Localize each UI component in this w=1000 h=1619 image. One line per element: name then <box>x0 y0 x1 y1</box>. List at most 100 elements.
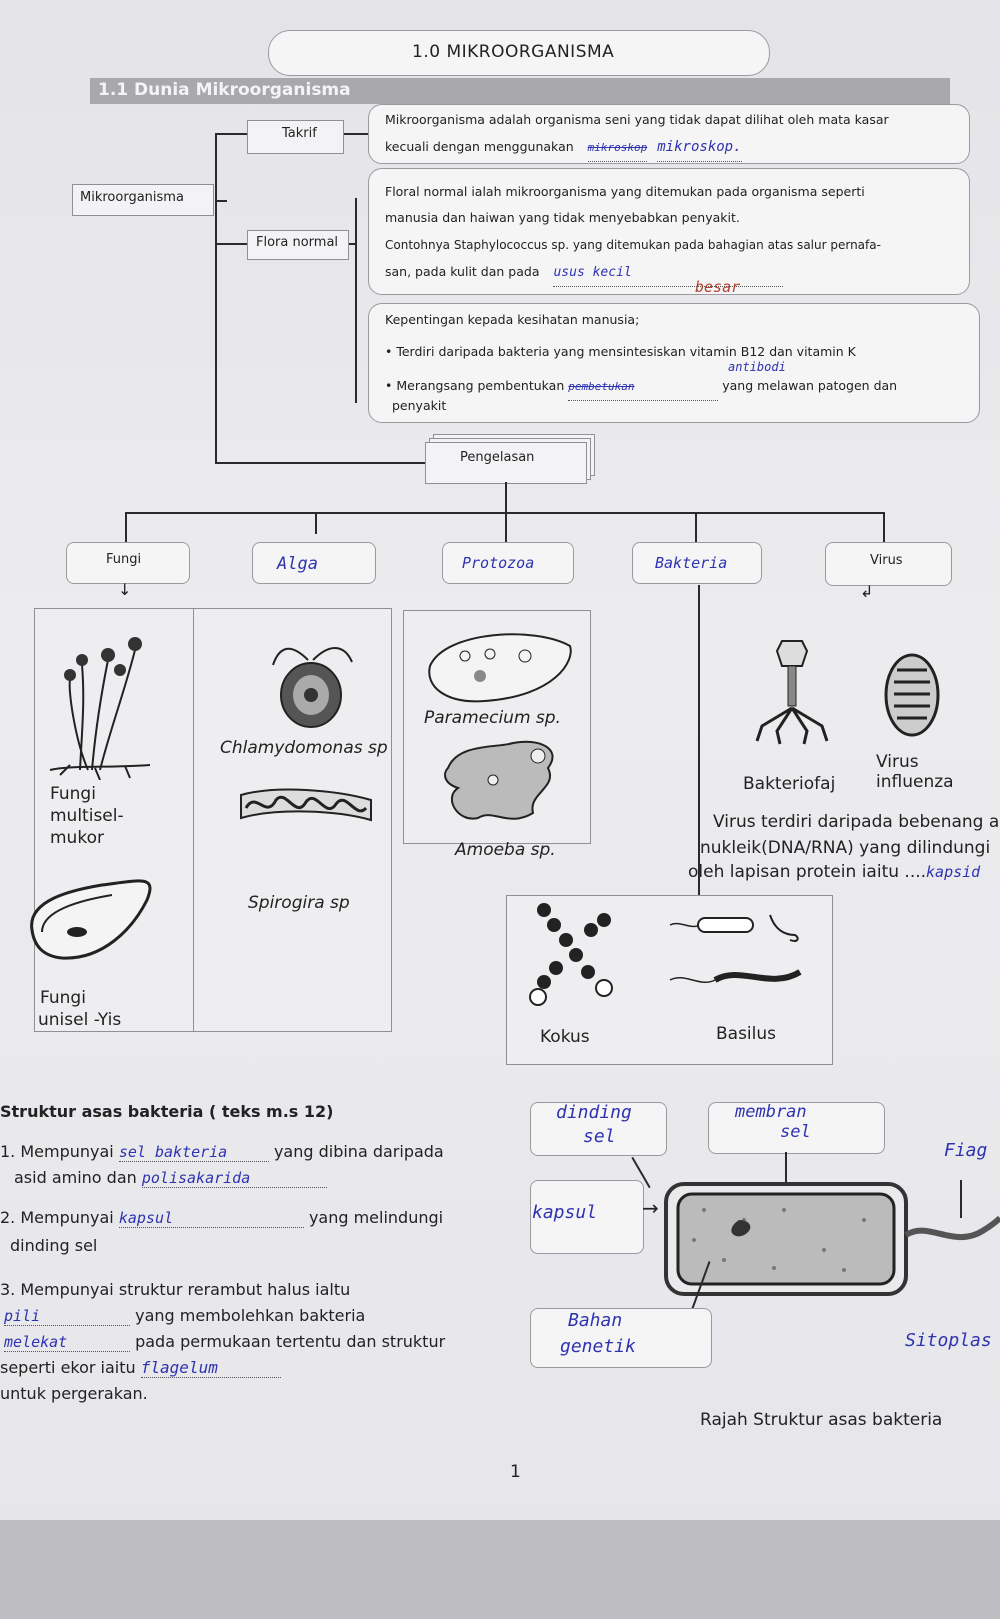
category-alga-box <box>252 542 376 584</box>
flora-line-1: Floral normal ialah mikroorganisma yang … <box>385 184 865 199</box>
takrif-connector <box>340 133 368 135</box>
fungi-multi-label-3: mukor <box>50 828 104 848</box>
kepentingan-item-2-text: Merangsang pembentukan <box>396 378 565 393</box>
takrif-line-1: Mikroorganisma adalah organisma seni yan… <box>385 112 889 127</box>
tree-branch-root <box>215 200 227 202</box>
q3-line-3: melekat pada permukaan tertentu dan stru… <box>4 1332 445 1352</box>
arrow-fungi-icon: ↓ <box>118 580 132 599</box>
q1-text-1: 1. Mempunyai <box>0 1142 114 1161</box>
label-kapsul: kapsul <box>532 1202 598 1223</box>
arrow-kapsul-icon: → <box>642 1196 659 1220</box>
kepentingan-item-1-text: Terdiri daripada bakteria yang mensintes… <box>396 344 856 359</box>
diagram-caption: Rajah Struktur asas bakteria <box>700 1410 943 1430</box>
bacillus-label: Basilus <box>716 1024 777 1044</box>
takrif-text-box <box>368 104 970 164</box>
q1-answer: sel bakteria <box>118 1143 269 1162</box>
label-membran: membran <box>735 1102 807 1122</box>
q3-text-4: seperti ekor iaitu <box>0 1358 136 1377</box>
coccus-illustration <box>529 903 613 1006</box>
classify-stem <box>505 482 507 512</box>
paramecium-illustration <box>428 633 572 703</box>
label-box-bahan <box>530 1308 712 1368</box>
flora-line-4: san, pada kulit dan pada usus kecil <box>385 258 784 287</box>
virus-text-3-text: oleh lapisan protein iaitu .... <box>688 862 927 882</box>
takrif-answer: mikroskop. <box>657 134 742 162</box>
q3-text-3: pada permukaan tertentu dan struktur <box>135 1332 446 1351</box>
bacteriophage-illustration <box>755 640 829 745</box>
influenza-label: Virus influenza <box>876 752 954 792</box>
kepentingan-answer: antibodi <box>728 360 786 374</box>
paramecium-label: Paramecium sp. <box>424 708 561 728</box>
tree-branch-pengelasan <box>215 462 425 464</box>
label-dinding-sel: sel <box>583 1126 616 1147</box>
q2-text-2: yang melindungi <box>308 1208 444 1227</box>
label-genetik: genetik <box>560 1336 636 1357</box>
q1-line-2: asid amino dan polisakarida <box>14 1168 327 1188</box>
influenza-illustration <box>884 653 940 737</box>
spirogira-illustration <box>240 788 372 822</box>
label-box-dinding <box>530 1102 667 1156</box>
amoeba-label: Amoeba sp. <box>455 840 556 860</box>
virus-text-3: oleh lapisan protein iaitu ....kapsid <box>688 862 980 882</box>
q2-line-2: dinding sel <box>10 1236 98 1255</box>
flora-line-4-text: san, pada kulit dan pada <box>385 264 540 279</box>
arrow-virus-icon: ↲ <box>860 582 874 601</box>
drop-bakteria <box>695 512 697 542</box>
page-title: 1.0 MIKROORGANISMA <box>412 42 615 62</box>
takrif-box <box>247 120 344 154</box>
mucor-illustration <box>49 637 151 780</box>
q2-text-1: 2. Mempunyai <box>0 1208 114 1227</box>
virus-text-2: nukleik(DNA/RNA) yang dilindungi <box>700 838 991 858</box>
kepentingan-item-2c: penyakit <box>392 398 447 413</box>
q2-answer: kapsul <box>118 1209 304 1228</box>
tree-trunk <box>215 133 217 463</box>
flora-label: Flora normal <box>256 235 339 250</box>
flora-connector-v <box>355 198 357 403</box>
q1-answer-2: polisakarida <box>141 1169 327 1188</box>
category-protozoa: Protozoa <box>462 554 535 572</box>
kepentingan-title: Kepentingan kepada kesihatan manusia; <box>385 312 640 327</box>
kepentingan-item-2: • Merangsang pembentukan pembetukan yang… <box>385 372 897 401</box>
pengelasan-label: Pengelasan <box>460 450 535 465</box>
category-alga: Alga <box>277 554 318 574</box>
category-fungi-box <box>66 542 190 584</box>
bacteriophage-label: Bakteriofaj <box>743 774 836 794</box>
q3-line-2: pili yang membolehkan bakteria <box>4 1306 365 1326</box>
flora-connector-h <box>345 243 357 245</box>
yeast-illustration <box>30 879 152 960</box>
fungi-multi-label-1: Fungi <box>50 784 96 804</box>
kepentingan-box <box>368 303 980 423</box>
page-number: 1 <box>510 1462 521 1482</box>
chlamydomonas-label: Chlamydomonas sp <box>220 738 388 758</box>
category-virus-box <box>825 542 952 586</box>
q3-line-1: 3. Mempunyai struktur rerambut halus ial… <box>0 1280 351 1299</box>
drop-virus <box>883 512 885 542</box>
q1-text-2: yang dibina daripada <box>273 1142 444 1161</box>
flora-box <box>247 230 349 260</box>
takrif-label: Takrif <box>282 126 317 141</box>
flora-answer: usus kecil <box>553 259 784 287</box>
drop-protozoa <box>505 512 507 542</box>
category-virus: Virus <box>870 553 903 568</box>
takrif-answer-struck: mikroskop <box>587 134 648 162</box>
pointer-membran <box>785 1152 787 1192</box>
fungi-uni-label-1: Fungi <box>40 988 86 1008</box>
virus-text-1: Virus terdiri daripada bebenang asid <box>713 812 1000 832</box>
q3-answer: pili <box>4 1307 130 1326</box>
pointer-flagelum <box>960 1180 962 1218</box>
label-box-kapsul <box>530 1180 644 1254</box>
drop-alga <box>315 512 317 534</box>
takrif-line-2-text: kecuali dengan menggunakan <box>385 139 574 154</box>
takrif-line-2: kecuali dengan menggunakan mikroskop mik… <box>385 133 742 162</box>
fungi-uni-label-2: unisel -Yis <box>38 1010 122 1030</box>
label-sitoplasma: Sitoplas <box>905 1330 992 1351</box>
virus-answer: kapsid <box>926 863 981 881</box>
bacillus-illustration <box>669 914 802 983</box>
flora-answer-2: besar <box>695 278 741 296</box>
kepentingan-answer-struck: pembetukan <box>568 373 719 401</box>
kepentingan-item-1: • Terdiri daripada bakteria yang mensint… <box>385 344 856 359</box>
q1-text-3: asid amino dan <box>14 1168 137 1187</box>
flora-text-box <box>368 168 970 295</box>
page-title-box <box>268 30 770 76</box>
